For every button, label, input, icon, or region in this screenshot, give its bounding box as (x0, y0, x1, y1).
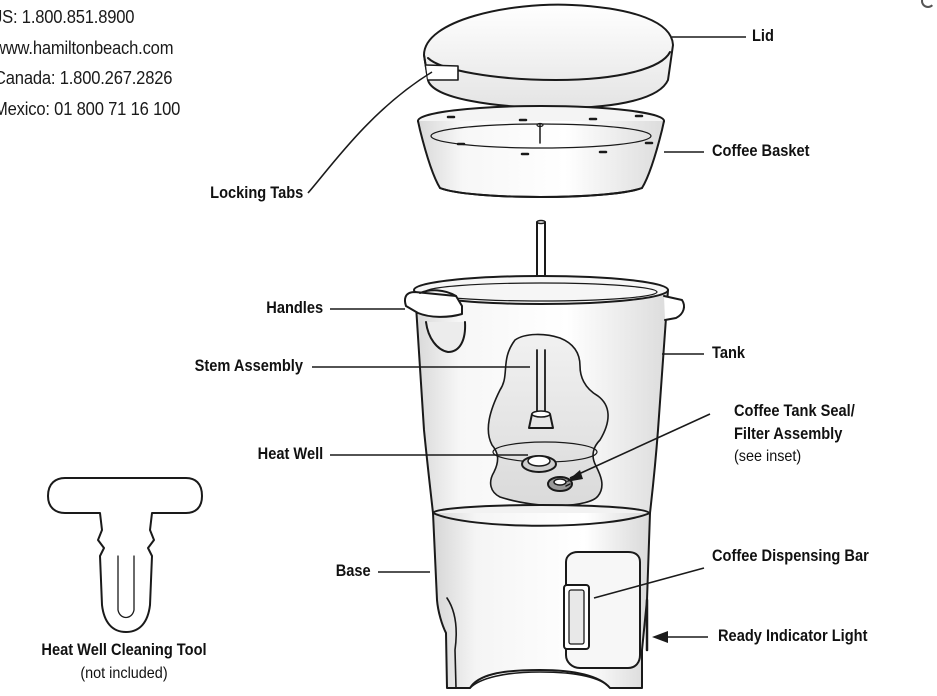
label-tank: Tank (712, 343, 746, 362)
leader-dispensing-bar (593, 567, 705, 599)
arrow-seal-icon (566, 470, 583, 482)
label-locking-tabs: Locking Tabs (209, 183, 303, 202)
contact-canada-phone: Canada: 1.800.267.2826 (0, 68, 173, 88)
label-seal-line1: Coffee Tank Seal/ (734, 401, 855, 420)
corner-mark-icon (921, 0, 935, 8)
contact-us-phone: JS: 1.800.851.8900 (0, 7, 135, 27)
lid-part (423, 3, 674, 109)
contact-info: JS: 1.800.851.8900 www.hamiltonbeach.com… (0, 2, 180, 124)
tank-part (404, 275, 685, 526)
leader-seal (569, 413, 711, 479)
heat-well-cleaning-tool-part (47, 477, 203, 633)
label-coffee-basket: Coffee Basket (712, 141, 810, 160)
label-seal-note: (see inset) (734, 448, 802, 465)
label-base: Base (336, 561, 371, 580)
label-heat-well-cleaning-tool: Heat Well Cleaning Tool (41, 640, 207, 659)
label-coffee-dispensing-bar: Coffee Dispensing Bar (712, 546, 869, 565)
leader-locking-tabs (307, 71, 433, 194)
contact-website: www.hamiltonbeach.com (0, 37, 174, 58)
stem-part (536, 219, 546, 285)
label-heat-well: Heat Well (257, 444, 323, 463)
label-ready-indicator-light: Ready Indicator Light (718, 626, 868, 645)
coffee-basket-part (417, 105, 665, 198)
label-stem-assembly: Stem Assembly (194, 356, 303, 375)
base-part (432, 504, 651, 689)
label-handles: Handles (266, 298, 323, 317)
contact-mexico-phone: Mexico: 01 800 71 16 100 (0, 98, 181, 119)
label-seal-line2: Filter Assembly (734, 424, 843, 443)
label-cleaning-tool-note: (not included) (80, 665, 168, 682)
label-lid: Lid (752, 26, 774, 45)
arrow-ready-light-icon (652, 631, 668, 643)
